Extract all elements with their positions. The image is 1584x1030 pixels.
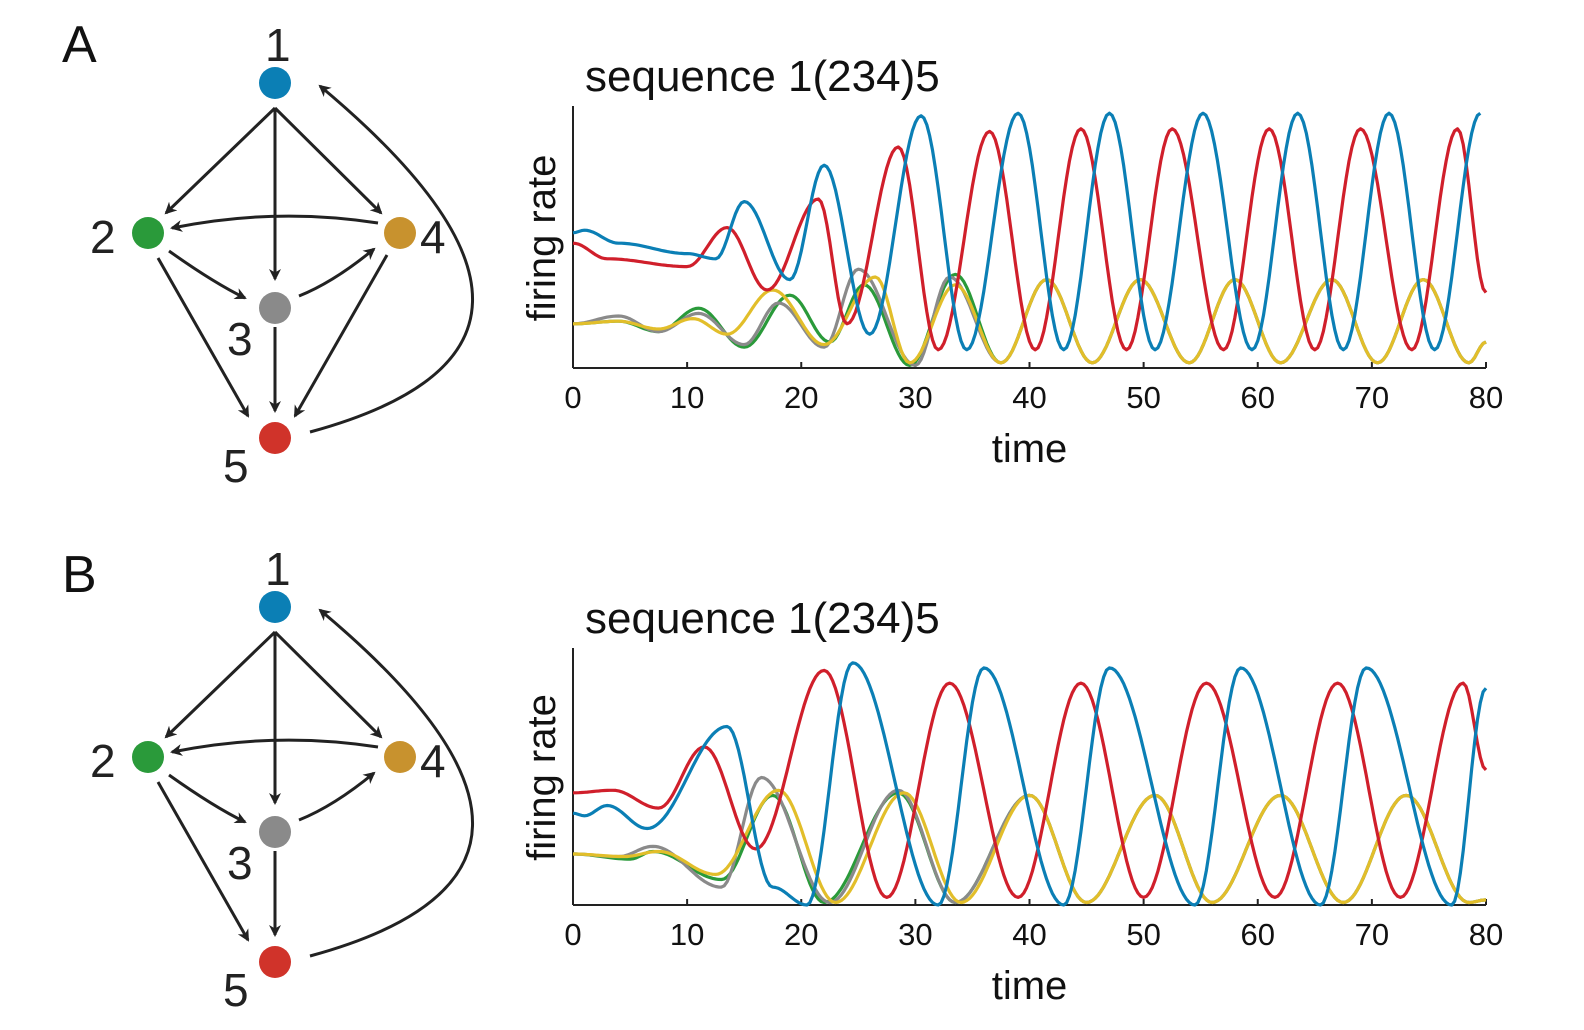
x-axis-label: time <box>992 427 1068 471</box>
node-label-3: 3 <box>227 837 253 889</box>
series-line-3 <box>572 267 1487 367</box>
x-tick-label: 70 <box>1355 917 1389 952</box>
edge-2-to-5 <box>156 781 250 942</box>
x-tick-label: 70 <box>1355 380 1389 415</box>
node-label-3: 3 <box>227 313 253 365</box>
edge-1-to-4 <box>273 106 383 215</box>
node-label-2: 2 <box>90 211 116 263</box>
edge-4-to-2 <box>170 738 379 756</box>
edge-3-to-4 <box>298 771 376 822</box>
edge-1-to-2 <box>164 630 277 739</box>
network-graph-b: 1 2 3 4 5 <box>90 543 474 1016</box>
edge-2-to-5 <box>156 257 250 418</box>
x-tick-label: 80 <box>1469 380 1503 415</box>
node-label-5: 5 <box>223 964 249 1016</box>
node-label-1: 1 <box>265 19 291 71</box>
node-1 <box>259 591 291 623</box>
network-graph-a: 1 2 3 4 5 <box>90 19 474 492</box>
panel-a: A 1 2 3 4 5 sequence 1(234)5 0 10 20 30 40 50 60 70 8… <box>62 16 1503 492</box>
node-3 <box>259 292 291 324</box>
x-tick-label: 20 <box>784 380 818 415</box>
series-line-4 <box>573 788 1487 905</box>
node-label-1: 1 <box>265 543 291 595</box>
x-tick-label: 10 <box>670 380 704 415</box>
series-line-4 <box>573 275 1487 365</box>
edge-5-to-1 <box>309 84 474 434</box>
series-line-0 <box>572 661 1488 907</box>
x-tick-label: 40 <box>1012 917 1046 952</box>
y-axis-label: firing rate <box>520 155 564 322</box>
panel-letter-a: A <box>62 16 97 74</box>
x-tick-label: 30 <box>898 917 932 952</box>
series-line-1 <box>572 127 1488 352</box>
x-tick-label: 30 <box>898 380 932 415</box>
x-tick-label: 0 <box>564 380 581 415</box>
node-2 <box>132 217 164 249</box>
x-tick-label: 80 <box>1469 917 1503 952</box>
x-tick-label: 60 <box>1241 917 1275 952</box>
node-4 <box>384 741 416 773</box>
x-tick-label: 40 <box>1012 380 1046 415</box>
x-tick-label: 20 <box>784 917 818 952</box>
node-5 <box>259 946 291 978</box>
edge-3-to-4 <box>298 247 376 298</box>
x-tick-label: 50 <box>1126 917 1160 952</box>
node-3 <box>259 816 291 848</box>
series-line-0 <box>572 111 1482 352</box>
chart-title: sequence 1(234)5 <box>585 52 940 101</box>
node-2 <box>132 741 164 773</box>
x-tick-label: 0 <box>564 917 581 952</box>
edge-5-to-1 <box>309 608 474 958</box>
x-tick-label: 10 <box>670 917 704 952</box>
node-5 <box>259 422 291 454</box>
panel-b: B 1 2 3 4 5 sequence 1(234)5 0 10 20 30 40 50 60 70 8… <box>62 543 1503 1016</box>
edge-1-to-2 <box>164 106 277 215</box>
x-tick-label: 60 <box>1241 380 1275 415</box>
node-1 <box>259 67 291 99</box>
edge-2-to-3 <box>168 773 247 824</box>
edge-4-to-5 <box>293 254 389 418</box>
node-label-4: 4 <box>420 735 446 787</box>
edge-1-to-4 <box>273 630 383 739</box>
chart-title: sequence 1(234)5 <box>585 594 940 643</box>
y-axis-label: firing rate <box>520 694 564 861</box>
x-tick-label: 50 <box>1126 380 1160 415</box>
node-label-2: 2 <box>90 735 116 787</box>
x-axis-label: time <box>992 964 1068 1008</box>
edge-2-to-3 <box>168 249 247 300</box>
node-4 <box>384 217 416 249</box>
node-label-5: 5 <box>223 440 249 492</box>
firing-rate-chart-a: sequence 1(234)5 0 10 20 30 40 50 60 70 80 time fir… <box>520 52 1503 471</box>
panel-letter-b: B <box>62 546 97 604</box>
edge-4-to-2 <box>170 214 379 232</box>
series-line-1 <box>573 668 1488 899</box>
firing-rate-chart-b: sequence 1(234)5 0 10 20 30 40 50 60 70 80 time fir… <box>520 594 1503 1008</box>
node-label-4: 4 <box>420 211 446 263</box>
